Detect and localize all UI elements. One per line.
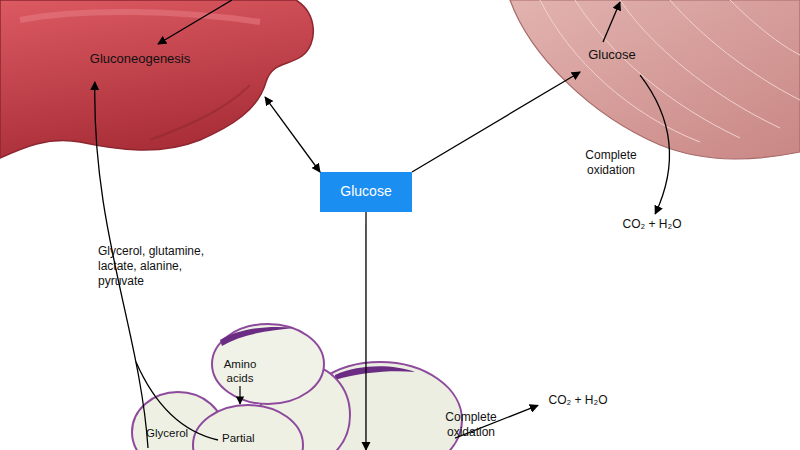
liver-highlight (20, 12, 260, 22)
node-label: Glycerol (146, 427, 202, 441)
muscle-organ: Glucose (500, 0, 800, 165)
node-label: Partial (222, 432, 274, 446)
edge-label: Glycerol, glutamine, lactate, alanine, p… (98, 244, 220, 289)
liver-body (0, 0, 313, 158)
muscle-fiber (670, 0, 800, 100)
edge-label: Complete oxidation (574, 148, 648, 178)
node-label: Glucose (320, 183, 412, 200)
product-text: CO₂ + H₂O (538, 390, 618, 412)
muscle-illustration (500, 0, 800, 165)
node-label: Gluconeogenesis (60, 51, 220, 67)
glucose-box: Glucose (320, 172, 412, 212)
node-label: Glucose (572, 47, 652, 63)
fat-cell (193, 405, 303, 450)
node-label: CO₂ + H₂O (538, 393, 618, 407)
product-text: CO₂ + H₂O (612, 214, 692, 236)
cell-nucleus (335, 366, 415, 380)
node-label: CO₂ + H₂O (612, 217, 692, 231)
muscle-fiber (620, 0, 780, 128)
liver-shade (150, 85, 250, 140)
muscle-fiber (540, 0, 700, 142)
internal-arrow (239, 386, 240, 404)
flow-arrow (265, 97, 320, 172)
liver-organ: Gluconeogenesis (0, 0, 310, 165)
flow-arrow (365, 212, 366, 450)
fat-cell (212, 324, 324, 404)
branch-line (136, 362, 218, 440)
adipose-tissue: Amino acidsGlycerol Partial (130, 320, 470, 450)
muscle-fiber (730, 0, 800, 55)
edge-label: Complete oxidation (436, 410, 506, 440)
cell-nucleus (220, 327, 295, 346)
liver-illustration (0, 0, 310, 165)
muscle-fiber (575, 0, 740, 138)
node-label: Amino acids (216, 358, 264, 386)
flow-arrow (412, 72, 580, 172)
muscle-body (510, 0, 800, 159)
